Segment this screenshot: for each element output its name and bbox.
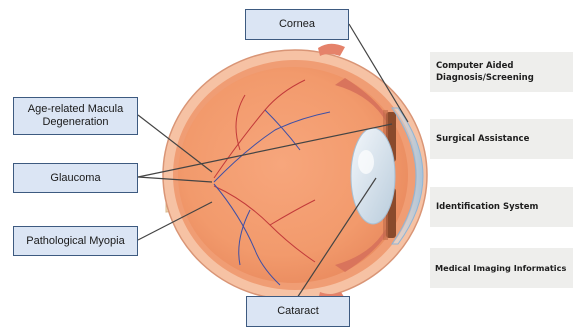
- lens: [351, 128, 395, 224]
- app-surgical: Surgical Assistance: [430, 119, 573, 159]
- cataract-label: Cataract: [246, 296, 350, 327]
- app-cad-line2: Diagnosis/Screening: [436, 72, 534, 84]
- amd-label-line2: Degeneration: [42, 116, 108, 129]
- app-cad-line1: Computer Aided: [436, 60, 534, 72]
- app-cad: Computer Aided Diagnosis/Screening: [430, 52, 573, 92]
- myopia-label-text: Pathological Myopia: [26, 235, 124, 248]
- myopia-label: Pathological Myopia: [13, 226, 138, 256]
- app-imaging: Medical Imaging Informatics: [430, 248, 573, 288]
- amd-label-line1: Age-related Macula: [28, 103, 123, 116]
- app-imaging-text: Medical Imaging Informatics: [435, 262, 566, 274]
- lens-highlight: [358, 150, 374, 174]
- app-identification: Identification System: [430, 187, 573, 227]
- app-identification-text: Identification System: [436, 201, 538, 213]
- amd-label: Age-related Macula Degeneration: [13, 97, 138, 135]
- cataract-label-text: Cataract: [277, 305, 319, 318]
- glaucoma-label: Glaucoma: [13, 163, 138, 193]
- cornea-label-text: Cornea: [279, 18, 315, 31]
- app-surgical-text: Surgical Assistance: [436, 133, 529, 145]
- cornea-label: Cornea: [245, 9, 349, 40]
- glaucoma-label-text: Glaucoma: [50, 172, 100, 185]
